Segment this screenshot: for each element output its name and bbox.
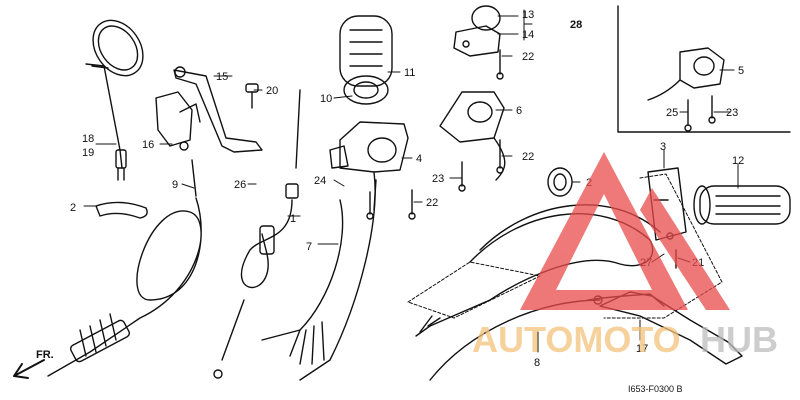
part-number-label: 24	[314, 175, 326, 187]
cable-clamp-left	[95, 201, 148, 219]
part-number-label: 2	[70, 202, 76, 214]
grip-collar	[547, 167, 573, 197]
bolt-20	[245, 83, 259, 109]
part-number-label: 17	[636, 343, 648, 355]
clutch-lever-assembly	[155, 66, 263, 153]
throttle-housing	[299, 121, 409, 381]
front-marker: FR.	[36, 349, 54, 361]
inset-box	[617, 5, 791, 133]
part-number-label: 12	[732, 155, 744, 167]
part-number-label: 19	[82, 147, 94, 159]
part-number-label: 25	[666, 107, 678, 119]
part-number-label: 18	[82, 133, 94, 145]
left-switch	[453, 5, 501, 57]
part-number-label: 13	[522, 9, 534, 21]
clutch-cable	[47, 159, 202, 377]
part-number-label: 8	[534, 357, 540, 369]
part-number-label: 6	[516, 105, 522, 117]
part-number-label: 22	[426, 197, 438, 209]
right-switch	[439, 91, 506, 181]
mirror	[85, 19, 144, 181]
part-number-label: 4	[416, 153, 422, 165]
front-arrow	[13, 359, 45, 379]
part-number-label: 16	[142, 139, 154, 151]
part-number-label: 22	[522, 51, 534, 63]
choke-cable	[213, 89, 301, 379]
part-number-label: 23	[432, 173, 444, 185]
leader-lines	[83, 9, 739, 353]
wire-harness-7	[261, 199, 344, 365]
part-number-label: 28	[570, 19, 582, 31]
part-number-label: 7	[306, 241, 312, 253]
right-grip	[693, 185, 791, 225]
part-number-label: 11	[404, 67, 415, 79]
part-number-label: 23	[726, 107, 738, 119]
warning-triangle-icon	[520, 152, 688, 310]
reference-code: I653-F0300 B	[628, 384, 683, 394]
screw-set	[366, 49, 504, 220]
part-number-label: 9	[172, 179, 178, 191]
part-number-label: 5	[738, 65, 744, 77]
part-number-label: 22	[522, 151, 534, 163]
part-number-label: 14	[522, 29, 534, 41]
watermark: AUTOMOTO HUB	[472, 152, 778, 360]
part-number-label: 1	[290, 213, 296, 225]
throttle-grip	[339, 15, 393, 105]
part-number-label: 15	[216, 71, 228, 83]
watermark-brand-right: HUB	[700, 319, 778, 360]
part-number-label: 10	[320, 93, 332, 105]
watermark-brand-left: AUTOMOTO	[472, 319, 681, 360]
part-number-label: 3	[660, 141, 666, 153]
part-number-label: 26	[234, 179, 246, 191]
part-labels: 1 2 2 3 4 5 6 7 8 9 10 11 12 13 14 15 16…	[70, 9, 744, 369]
part-number-label: 20	[266, 85, 278, 97]
